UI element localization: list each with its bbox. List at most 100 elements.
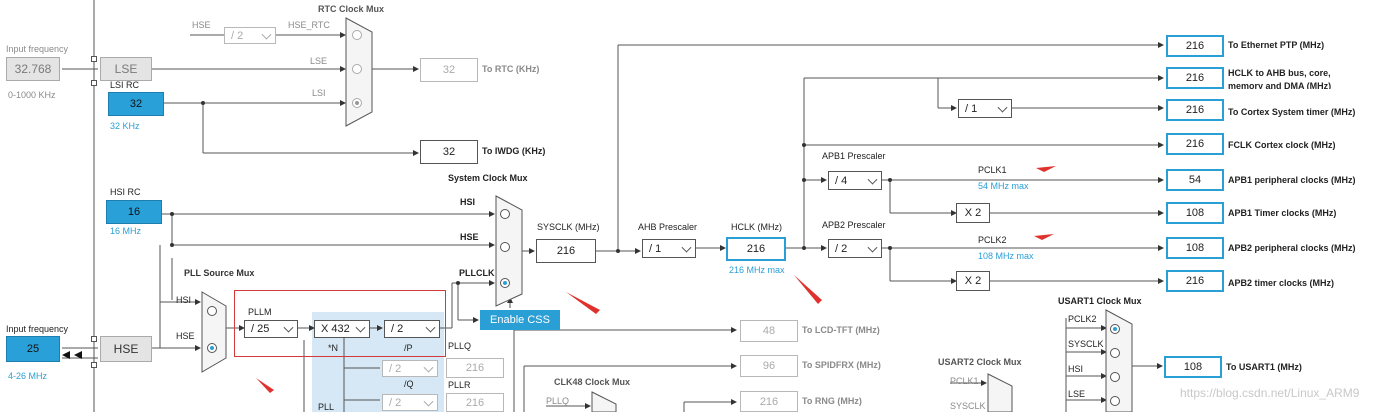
spdif-output-value[interactable]: 96 bbox=[740, 355, 798, 377]
clk48-pllq-label: PLLQ bbox=[546, 396, 570, 406]
pllr-select-value: / 2 bbox=[389, 396, 402, 409]
pll-source-hsi-label: HSI bbox=[176, 295, 192, 305]
hclk-value[interactable]: 216 bbox=[726, 237, 786, 261]
plln-label: *N bbox=[328, 343, 339, 353]
iwdg-output-value[interactable]: 32 bbox=[420, 140, 478, 164]
usart1-input-pclk2: PCLK2 bbox=[1068, 314, 1097, 324]
output-apb2-peripheral-value[interactable]: 108 bbox=[1166, 237, 1224, 259]
output-apb1-peripheral-value[interactable]: 54 bbox=[1166, 169, 1224, 191]
hsi-label: HSI RC bbox=[110, 187, 141, 197]
apb1-prescaler-select[interactable]: / 4 bbox=[828, 171, 882, 190]
rtc-mux-lse-radio[interactable] bbox=[352, 64, 362, 74]
output-apb1-timer-label: APB1 Timer clocks (MHz) bbox=[1228, 208, 1337, 218]
cortex-timer-divider-value: / 1 bbox=[965, 102, 978, 115]
pllp-select[interactable]: / 2 bbox=[384, 320, 440, 338]
ahb-prescaler-label: AHB Prescaler bbox=[638, 222, 698, 232]
output-apb1-timer-value[interactable]: 108 bbox=[1166, 202, 1224, 224]
pllq-output-value[interactable]: 216 bbox=[446, 358, 504, 378]
enable-css-button[interactable]: Enable CSS bbox=[480, 310, 560, 330]
pllr-select[interactable]: / 2 bbox=[382, 394, 438, 411]
pllm-select[interactable]: / 25 bbox=[244, 320, 298, 338]
pll-source-hse-label: HSE bbox=[176, 331, 195, 341]
lse-block[interactable]: LSE bbox=[100, 57, 152, 81]
apb2-prescaler-select[interactable]: / 2 bbox=[828, 239, 882, 258]
spdif-output-label: To SPIDFRX (MHz) bbox=[802, 360, 881, 370]
output-apb2-timer-value[interactable]: 216 bbox=[1166, 270, 1224, 292]
pll-source-mux-title: PLL Source Mux bbox=[184, 268, 255, 278]
usart1-lse-radio[interactable] bbox=[1110, 396, 1120, 406]
chevron-down-icon bbox=[997, 102, 1008, 113]
lsi-label: LSI RC bbox=[110, 80, 140, 90]
rtc-mux-lsi-radio[interactable] bbox=[352, 98, 362, 108]
system-mux-hsi-radio[interactable] bbox=[500, 209, 510, 219]
apb1-prescaler-label: APB1 Prescaler bbox=[822, 151, 886, 161]
pll-source-hse-radio[interactable] bbox=[207, 343, 217, 353]
sysclk-value[interactable]: 216 bbox=[536, 239, 596, 263]
rtc-output-value[interactable]: 32 bbox=[420, 58, 478, 82]
hse-input-range: 4-26 MHz bbox=[8, 371, 48, 381]
pll-source-hsi-radio[interactable] bbox=[207, 306, 217, 316]
rtc-hse-divider[interactable]: / 2 bbox=[224, 27, 276, 44]
usart1-input-lse: LSE bbox=[1068, 389, 1086, 399]
usart1-sysclk-radio[interactable] bbox=[1110, 348, 1120, 358]
ahb-prescaler-select[interactable]: / 1 bbox=[642, 239, 696, 258]
system-mux-pllclk-label: PLLCLK bbox=[459, 268, 495, 278]
rng-output-value[interactable]: 216 bbox=[740, 391, 798, 412]
output-hclk-ahb-value[interactable]: 216 bbox=[1166, 67, 1224, 89]
rtc-hse-divider-value: / 2 bbox=[231, 29, 244, 42]
pll-highlight-box bbox=[234, 290, 446, 357]
output-ethernet-ptp-value[interactable]: 216 bbox=[1166, 35, 1224, 57]
hclk-label: HCLK (MHz) bbox=[731, 222, 782, 232]
pclk1-max: 54 MHz max bbox=[978, 181, 1029, 191]
pclk2-max: 108 MHz max bbox=[978, 251, 1034, 261]
hse-block[interactable]: HSE bbox=[100, 336, 152, 362]
pclk1-label: PCLK1 bbox=[978, 165, 1007, 175]
rtc-output-label: To RTC (KHz) bbox=[482, 64, 540, 74]
pllq-div-label: /Q bbox=[404, 379, 414, 389]
hse-pin bbox=[91, 336, 97, 342]
iwdg-output-label: To IWDG (KHz) bbox=[482, 146, 546, 156]
lsi-block[interactable]: 32 bbox=[108, 92, 164, 116]
hse-input-field[interactable]: 25 bbox=[6, 336, 60, 362]
output-fclk-value[interactable]: 216 bbox=[1166, 133, 1224, 155]
rtc-lsi-label: LSI bbox=[312, 88, 326, 98]
chevron-down-icon bbox=[867, 174, 878, 185]
output-apb1-peripheral-label: APB1 peripheral clocks (MHz) bbox=[1228, 175, 1356, 185]
pllp-label: /P bbox=[404, 343, 413, 353]
watermark: https://blog.csdn.net/Linux_ARM9 bbox=[1180, 386, 1360, 400]
system-mux-hse-radio[interactable] bbox=[500, 242, 510, 252]
lse-input-range: 0-1000 KHz bbox=[8, 90, 56, 100]
pllr-output-value[interactable]: 216 bbox=[446, 393, 504, 412]
usart2-mux-title: USART2 Clock Mux bbox=[938, 357, 1022, 367]
usart1-pclk2-radio[interactable] bbox=[1110, 324, 1120, 334]
usart1-output-value[interactable]: 108 bbox=[1164, 356, 1222, 378]
pllm-select-value: / 25 bbox=[251, 323, 270, 335]
hse-input-label: Input frequency bbox=[6, 324, 69, 334]
plln-select-value: X 432 bbox=[321, 323, 350, 335]
pllq-select[interactable]: / 2 bbox=[382, 360, 438, 377]
output-ethernet-ptp-label: To Ethernet PTP (MHz) bbox=[1228, 40, 1325, 50]
apb2-prescaler-value: / 2 bbox=[835, 242, 848, 255]
system-mux-hse-label: HSE bbox=[460, 232, 479, 242]
pllm-label: PLLM bbox=[248, 307, 272, 317]
usart1-output-label: To USART1 (MHz) bbox=[1226, 362, 1302, 372]
system-mux-hsi-label: HSI bbox=[460, 197, 476, 207]
usart1-input-hsi: HSI bbox=[1068, 364, 1084, 374]
system-mux-pllclk-radio[interactable] bbox=[500, 278, 510, 288]
rtc-mux-hse-radio[interactable] bbox=[352, 30, 362, 40]
chevron-down-icon bbox=[423, 362, 434, 373]
output-apb2-timer-label: APB2 timer clocks (MHz) bbox=[1228, 278, 1335, 288]
lse-pin-2 bbox=[91, 80, 97, 86]
usart1-hsi-radio[interactable] bbox=[1110, 372, 1120, 382]
pllp-select-value: / 2 bbox=[391, 323, 404, 335]
rng-output-label: To RNG (MHz) bbox=[802, 396, 862, 406]
output-hclk-ahb-label: HCLK to AHB bus, core, bbox=[1228, 68, 1331, 78]
hsi-block[interactable]: 16 bbox=[106, 200, 162, 224]
lse-input-field[interactable]: 32.768 bbox=[6, 57, 60, 81]
usart2-pclk-label: PCLK1 bbox=[950, 376, 979, 386]
output-cortex-timer-value[interactable]: 216 bbox=[1166, 99, 1224, 121]
cortex-timer-divider-select[interactable]: / 1 bbox=[958, 99, 1012, 118]
output-apb2-peripheral-label: APB2 peripheral clocks (MHz) bbox=[1228, 243, 1356, 253]
lcd-tft-output-value[interactable]: 48 bbox=[740, 320, 798, 342]
plln-select[interactable]: X 432 bbox=[314, 320, 370, 338]
